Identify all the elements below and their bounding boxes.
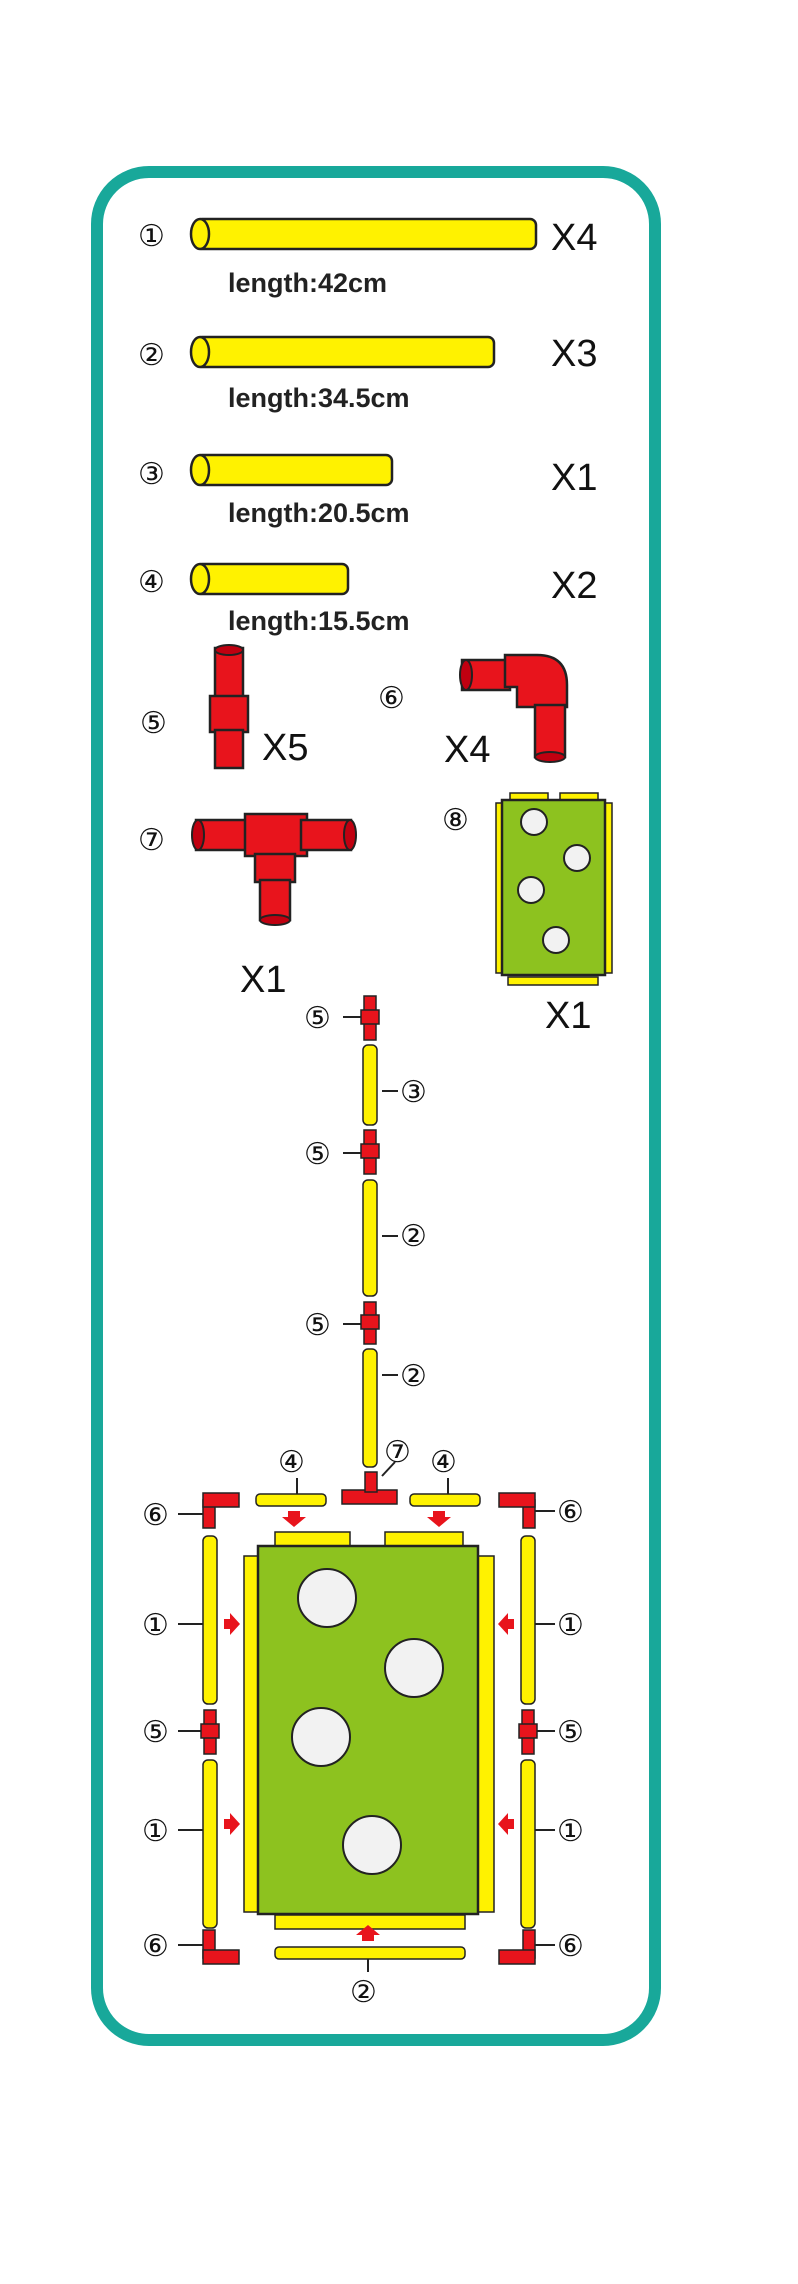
assembly-left-side: ⑥ ① ⑤ ① ⑥ xyxy=(142,1492,240,1965)
part-4-pipe: ④ X2 length:15.5cm xyxy=(138,562,597,636)
part-5-number: ⑤ xyxy=(140,706,167,741)
right-label-2: ① xyxy=(557,1608,584,1643)
part-7-tee: ⑦ X1 xyxy=(138,812,357,1001)
part-6-elbow: ⑥ X4 xyxy=(378,653,569,771)
part-3-length: length:20.5cm xyxy=(228,498,410,528)
part-2-number: ② xyxy=(138,338,165,373)
assembly-board xyxy=(243,1531,495,1930)
part-1-pipe: ① X4 length:42cm xyxy=(138,217,597,298)
part-1-length: length:42cm xyxy=(228,268,387,298)
left-label-5: ⑥ xyxy=(142,1929,169,1964)
left-label-1: ⑥ xyxy=(142,1498,169,1533)
part-7-number: ⑦ xyxy=(138,823,165,858)
stack-label-5: ⑤ xyxy=(304,1308,331,1343)
part-2-pipe: ② X3 length:34.5cm xyxy=(138,333,597,413)
part-1-count: X4 xyxy=(551,217,597,259)
part-4-length: length:15.5cm xyxy=(228,606,410,636)
assembly-right-side: ⑥ ① ⑤ ① ⑥ xyxy=(498,1492,584,1965)
right-label-3: ⑤ xyxy=(557,1715,584,1750)
right-label-5: ⑥ xyxy=(557,1929,584,1964)
left-label-4: ① xyxy=(142,1814,169,1849)
right-label-4: ① xyxy=(557,1814,584,1849)
part-8-number: ⑧ xyxy=(442,803,469,838)
left-label-3: ⑤ xyxy=(142,1715,169,1750)
part-2-count: X3 xyxy=(551,333,597,375)
part-3-pipe: ③ X1 length:20.5cm xyxy=(138,453,597,528)
top-label-1: ④ xyxy=(278,1445,305,1480)
part-6-count: X4 xyxy=(444,729,490,771)
part-7-count: X1 xyxy=(240,959,286,1001)
part-8-board: ⑧ X1 xyxy=(442,792,613,1037)
right-label-1: ⑥ xyxy=(557,1495,584,1530)
left-label-2: ① xyxy=(142,1608,169,1643)
part-3-count: X1 xyxy=(551,457,597,499)
stack-label-4: ② xyxy=(400,1219,427,1254)
part-4-count: X2 xyxy=(551,565,597,607)
assembly-stack: ⑤ ③ ⑤ ② ⑤ ② xyxy=(304,995,427,1468)
part-3-number: ③ xyxy=(138,457,165,492)
part-5-count: X5 xyxy=(262,727,308,769)
stack-label-6: ② xyxy=(400,1359,427,1394)
part-8-count: X1 xyxy=(545,995,591,1037)
part-2-length: length:34.5cm xyxy=(228,383,410,413)
bottom-label: ② xyxy=(350,1975,377,2010)
assembly-bottom: ② xyxy=(274,1925,466,2010)
stack-label-2: ③ xyxy=(400,1075,427,1110)
part-5-coupler: ⑤ X5 xyxy=(140,644,308,770)
stack-label-3: ⑤ xyxy=(304,1137,331,1172)
top-label-3: ④ xyxy=(430,1445,457,1480)
part-1-number: ① xyxy=(138,219,165,254)
part-6-number: ⑥ xyxy=(378,681,405,716)
top-label-2: ⑦ xyxy=(384,1435,411,1470)
part-4-number: ④ xyxy=(138,565,165,600)
stack-label-1: ⑤ xyxy=(304,1001,331,1036)
assembly-top-row: ④ ⑦ ④ xyxy=(255,1435,481,1527)
